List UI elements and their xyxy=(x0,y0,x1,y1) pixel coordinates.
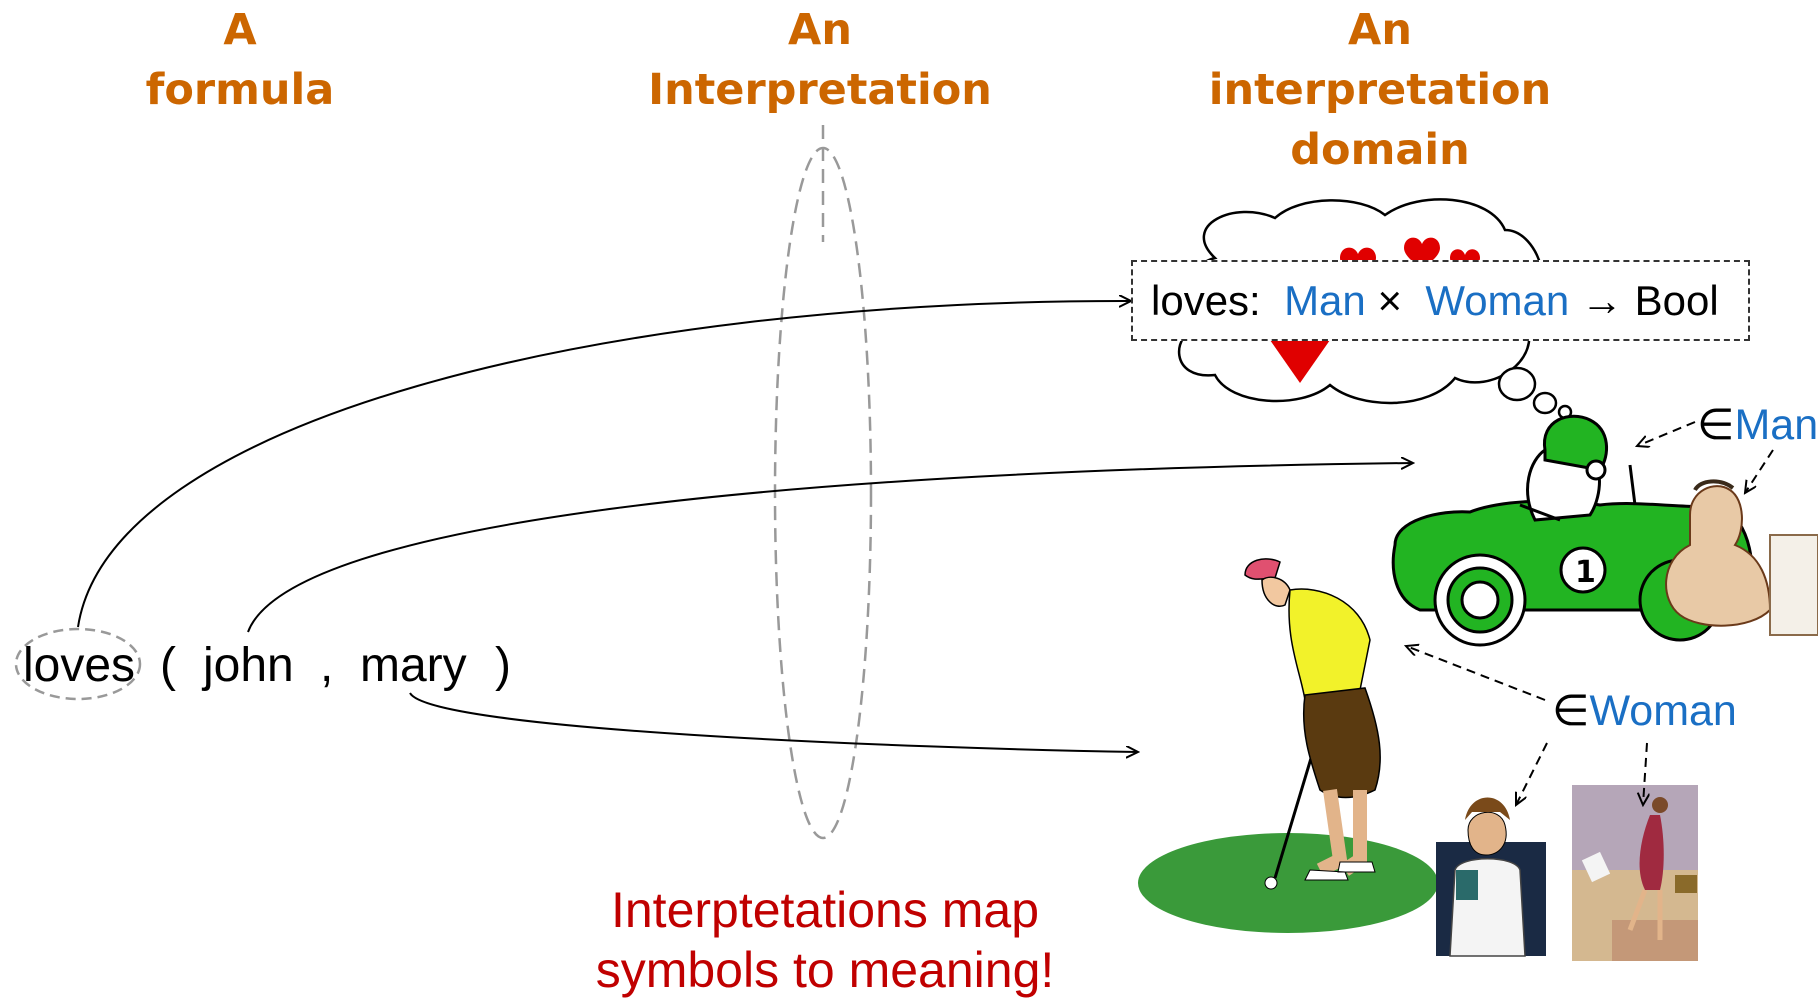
arrow-loves-to-signature xyxy=(77,301,1131,628)
predicate-highlight xyxy=(14,627,142,701)
membership-woman-symbol: ∈ xyxy=(1552,687,1590,735)
businessman xyxy=(1665,479,1818,636)
caption-line1: Interptetations map xyxy=(610,882,1040,938)
arrow-woman-to-walker xyxy=(1643,742,1647,805)
header-interpretation-line1: An xyxy=(788,5,852,55)
formula-open-paren: ( xyxy=(160,639,176,692)
formula-close-paren: ) xyxy=(495,639,511,692)
signature-arrow: → xyxy=(1580,277,1623,324)
caption-line2: symbols to meaning! xyxy=(595,942,1055,998)
header-formula-line1: A xyxy=(223,5,257,55)
signature-name: loves: xyxy=(1151,277,1261,324)
walking-woman xyxy=(1572,785,1698,961)
doctor-woman xyxy=(1436,797,1546,957)
arrow-man-to-driver xyxy=(1637,421,1696,446)
membership-man-symbol: ∈ xyxy=(1697,401,1735,449)
signature-type-man: Man xyxy=(1284,277,1366,324)
membership-woman: ∈Woman xyxy=(1552,686,1737,736)
arrow-john-to-man xyxy=(247,463,1413,633)
arrow-man-to-businessman xyxy=(1745,449,1774,493)
header-interpretation: An Interpretation xyxy=(620,0,1020,120)
signature-times: × xyxy=(1377,277,1402,324)
header-domain: An interpretation domain xyxy=(1180,0,1580,180)
formula-arg-john: john xyxy=(203,639,294,692)
golfer-woman xyxy=(1138,558,1438,933)
header-domain-line1: An xyxy=(1348,5,1412,55)
header-formula-line2: formula xyxy=(145,65,335,115)
arrow-mary-to-woman xyxy=(409,692,1138,752)
header-domain-line2: interpretation xyxy=(1208,65,1552,115)
arrow-woman-to-golfer xyxy=(1406,646,1546,701)
header-formula: A formula xyxy=(140,0,340,120)
type-signature-box: loves: Man × Woman → Bool xyxy=(1131,260,1750,341)
arrow-woman-to-doctor xyxy=(1516,742,1548,805)
formula-predicate: loves xyxy=(23,639,136,692)
formula-arg-mary: mary xyxy=(360,639,467,692)
signature-type-woman: Woman xyxy=(1425,277,1570,324)
membership-man-label: Man xyxy=(1734,401,1818,449)
interpretation-lens xyxy=(773,146,873,840)
svg-text:1: 1 xyxy=(1575,555,1596,590)
membership-man: ∈Man xyxy=(1697,400,1818,450)
signature-result: Bool xyxy=(1634,277,1719,324)
caption: Interptetations map symbols to meaning! xyxy=(540,880,1110,1000)
membership-woman-label: Woman xyxy=(1589,687,1737,735)
formula-comma: , xyxy=(320,639,334,692)
header-domain-line3: domain xyxy=(1290,125,1470,175)
header-interpretation-line2: Interpretation xyxy=(648,65,992,115)
